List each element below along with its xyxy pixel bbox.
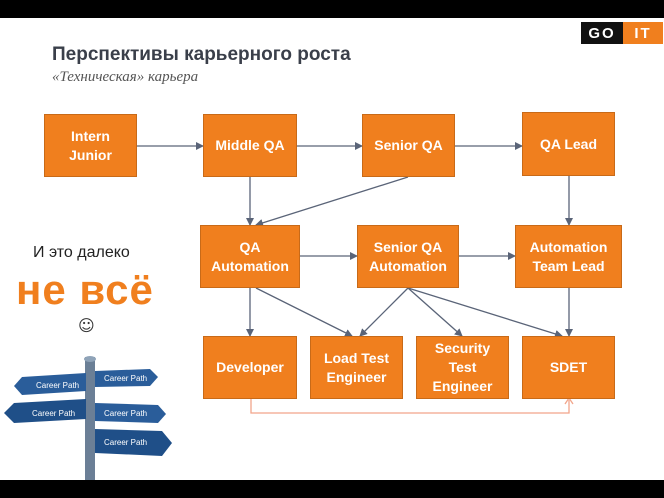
node-load-test-engineer: Load Test Engineer xyxy=(310,336,403,399)
node-automation-team-lead: Automation Team Lead xyxy=(515,225,622,288)
signpost-pole xyxy=(85,357,95,480)
side-caption: И это далеко xyxy=(33,244,130,261)
sign-5-label: Career Path xyxy=(104,438,147,447)
top-bar xyxy=(0,0,664,18)
sign-1: Career Path xyxy=(14,373,86,395)
node-senior-qa-automation: Senior QA Automation xyxy=(357,225,459,288)
sign-2: Career Path xyxy=(95,369,158,387)
node-intern-junior: Intern Junior xyxy=(44,114,137,177)
sign-3-label: Career Path xyxy=(32,409,75,418)
node-qa-lead: QA Lead xyxy=(522,112,615,176)
logo-it: IT xyxy=(623,22,663,44)
page-title: Перспективы карьерного роста xyxy=(52,44,351,65)
smiley-icon: ☺ xyxy=(78,316,95,335)
developer-sdet-connector xyxy=(250,399,570,414)
arrow-senior-automation-loadtest xyxy=(359,287,409,337)
node-security-test-engineer: Security Test Engineer xyxy=(416,336,509,399)
node-qa-automation: QA Automation xyxy=(200,225,300,288)
page-subtitle: «Техническая» карьера xyxy=(52,69,199,85)
side-highlight: не всё xyxy=(16,266,154,313)
arrow-automation-loadtest xyxy=(255,287,353,337)
sign-5: Career Path xyxy=(95,429,172,456)
node-senior-qa: Senior QA xyxy=(362,114,455,177)
node-developer: Developer xyxy=(203,336,297,399)
arrow-senior-automation-sdet xyxy=(407,287,563,338)
bottom-bar xyxy=(0,480,664,498)
sign-2-label: Career Path xyxy=(104,374,147,383)
arrow-senior-automation xyxy=(255,176,409,227)
goit-logo: GO IT xyxy=(581,22,663,44)
arrow-senior-automation-security xyxy=(407,287,463,337)
logo-go: GO xyxy=(581,22,623,44)
node-sdet: SDET xyxy=(522,336,615,399)
sign-4: Career Path xyxy=(95,403,166,423)
node-middle-qa: Middle QA xyxy=(203,114,297,177)
sign-4-label: Career Path xyxy=(104,409,147,418)
career-path-signpost-icon: Career Path Career Path Career Path Care… xyxy=(4,356,172,480)
sign-3: Career Path xyxy=(4,399,86,423)
sign-1-label: Career Path xyxy=(36,381,79,390)
